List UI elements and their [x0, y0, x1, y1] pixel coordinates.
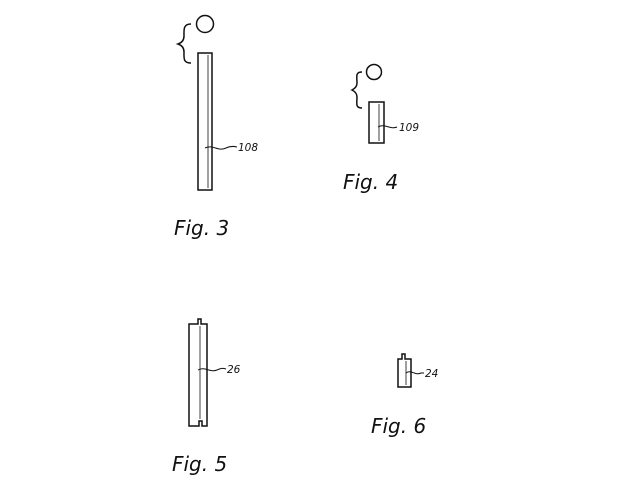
fig6-short-slotted-rod [397, 353, 412, 388]
fig3-leader-line [204, 145, 238, 150]
figure-3: 108 [175, 14, 258, 191]
figure-4: 109 [350, 63, 419, 144]
fig3-caption: Fig. 3 [174, 216, 230, 240]
fig3-brace [175, 23, 192, 64]
figure-5: 26 [188, 318, 241, 427]
fig4-caption: Fig. 4 [343, 170, 399, 194]
fig3-rod [197, 52, 213, 191]
fig3-ref-numeral: 108 [238, 142, 258, 154]
fig4-ref-numeral: 109 [399, 122, 419, 134]
fig5-ref-numeral: 26 [227, 364, 241, 376]
fig6-ref-numeral: 24 [425, 368, 438, 380]
figure-6: 24 [397, 353, 438, 388]
fig5-leader-line [197, 367, 227, 372]
fig4-short-rod [368, 101, 385, 144]
fig4-brace [350, 71, 363, 109]
fig4-circle-view [365, 63, 383, 81]
fig5-slotted-rod [188, 318, 208, 427]
fig5-caption: Fig. 5 [172, 452, 228, 476]
fig3-circle-view [195, 14, 215, 34]
fig6-leader-line [405, 371, 424, 375]
fig6-caption: Fig. 6 [371, 414, 427, 438]
fig4-leader-line [377, 125, 398, 129]
